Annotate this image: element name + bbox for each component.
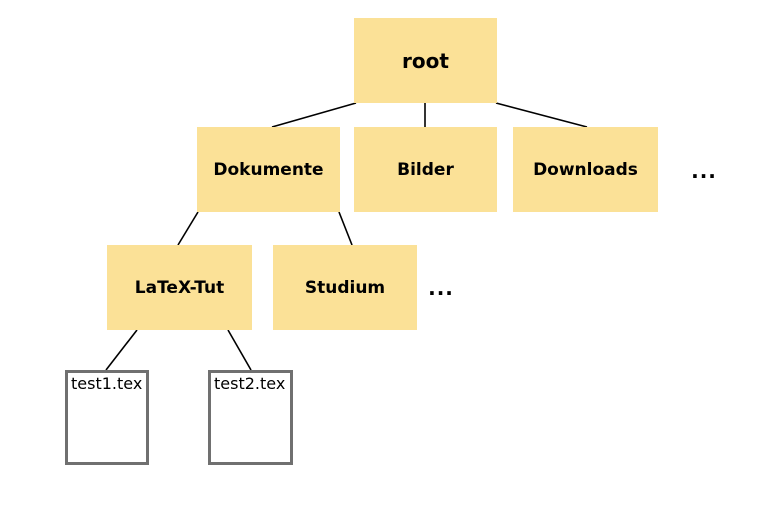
node-bilder-label: Bilder <box>397 159 454 180</box>
node-downloads: Downloads <box>513 127 658 212</box>
node-test2-file: test2.tex <box>208 370 293 465</box>
node-root: root <box>354 18 497 103</box>
edge-root-downloads <box>495 102 588 128</box>
edge-latex-tut-test2 <box>227 329 252 371</box>
node-latex-tut: LaTeX-Tut <box>107 245 252 330</box>
node-test1-label: test1.tex <box>71 374 143 393</box>
node-studium: Studium <box>273 245 417 330</box>
ellipsis-level-3: ... <box>428 276 454 300</box>
node-dokumente: Dokumente <box>197 127 340 212</box>
edge-latex-tut-test1 <box>105 329 138 371</box>
edge-root-dokumente <box>271 102 357 128</box>
edge-dokumente-latex-tut <box>177 211 199 246</box>
edge-dokumente-studium <box>338 211 353 246</box>
ellipsis-level-2: ... <box>691 159 717 183</box>
node-dokumente-label: Dokumente <box>213 159 324 180</box>
node-root-label: root <box>402 48 449 73</box>
node-test1-file: test1.tex <box>65 370 149 465</box>
node-downloads-label: Downloads <box>533 159 638 180</box>
node-bilder: Bilder <box>354 127 497 212</box>
node-latex-tut-label: LaTeX-Tut <box>134 277 225 298</box>
node-studium-label: Studium <box>304 277 386 298</box>
node-test2-label: test2.tex <box>214 374 286 393</box>
